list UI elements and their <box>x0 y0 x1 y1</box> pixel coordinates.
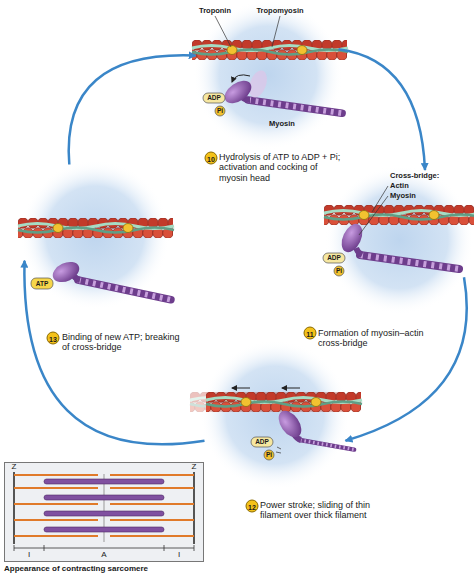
step-caption: Binding of new ATP; breaking of cross-br… <box>62 332 187 353</box>
sarcomere-art <box>14 472 194 551</box>
leader-line <box>359 196 388 235</box>
thin-filament <box>324 205 474 225</box>
cycle-arrow <box>339 49 426 170</box>
stage-circle-shape <box>200 340 350 490</box>
adp-molecule <box>203 93 225 103</box>
z-line <box>193 472 195 544</box>
molecule-label: Pi <box>217 108 223 115</box>
atp-molecule <box>31 278 53 289</box>
callout-number: 12 <box>246 500 259 513</box>
adp-molecule <box>251 437 273 447</box>
stage-glow <box>200 340 350 490</box>
molecule-label: ADP <box>207 95 221 102</box>
leader-line <box>272 16 280 47</box>
molecule-label: Pi <box>266 452 272 459</box>
thick-filaments <box>44 479 164 532</box>
molecule-label: ATP <box>36 280 49 287</box>
thin-filament <box>18 218 174 238</box>
stage-left-art <box>18 218 174 300</box>
stage-bottom-art <box>190 388 362 460</box>
stage-circle: Hydrolysis of ATP to ADP + Pi; activatio… <box>193 0 343 150</box>
stage-circle: Power stroke; sliding of thin filament o… <box>200 340 350 490</box>
part-label: Actin <box>390 182 409 190</box>
cycle-arrow <box>69 55 196 164</box>
myosin-tail <box>360 255 459 269</box>
step-caption: Formation of myosin–actin cross-bridge <box>318 328 450 349</box>
band-label: I <box>28 551 30 559</box>
cycle-arrow <box>346 277 467 440</box>
band-label: A <box>101 551 106 559</box>
callout-number: 10 <box>205 152 218 165</box>
part-label: Troponin <box>199 7 231 15</box>
step-caption: Hydrolysis of ATP to ADP + Pi; activatio… <box>219 152 341 183</box>
myosin-neck <box>356 248 362 255</box>
myosin-tail <box>248 100 342 113</box>
inset-caption: Appearance of contracting sarcomere <box>4 564 148 573</box>
part-label: Myosin <box>269 120 295 128</box>
phosphate-molecule <box>215 106 225 116</box>
myosin-head <box>338 221 367 256</box>
step-caption: Power stroke; sliding of thin filament o… <box>260 500 388 521</box>
myosin-tail <box>78 280 171 300</box>
motion-arrow <box>232 388 250 389</box>
cocking-arrow <box>232 75 250 82</box>
stage-circle-shape <box>193 0 343 150</box>
callout-number: 13 <box>47 332 60 345</box>
molecule-label: ADP <box>327 255 341 262</box>
band-label: Z <box>192 463 197 471</box>
myosin-head <box>221 76 256 108</box>
stage-right-art <box>323 186 474 276</box>
adp-molecule <box>323 253 345 263</box>
callout-number: 11 <box>304 327 317 340</box>
leader-line <box>215 16 231 47</box>
stage-circle-shape <box>325 166 474 315</box>
cycle-arrow <box>24 261 204 445</box>
molecule-label: ADP <box>255 439 269 446</box>
myosin-head <box>50 258 83 286</box>
band-label: I <box>178 551 180 559</box>
stage-glow <box>193 0 343 150</box>
part-label: Myosin <box>390 192 416 200</box>
phosphate-molecule <box>334 266 344 276</box>
phosphate-molecule <box>264 450 274 460</box>
stage-top-art <box>192 16 348 116</box>
band-label: Z <box>12 463 17 471</box>
z-line <box>13 472 15 544</box>
thin-filament <box>192 40 348 60</box>
part-label: Cross-bridge: <box>390 172 439 180</box>
myosin-head <box>274 407 306 442</box>
motion-arrow <box>282 388 300 389</box>
release-marks <box>276 447 281 453</box>
part-label: Tropomyosin <box>256 7 303 15</box>
thin-filament <box>206 392 362 412</box>
thin-filaments <box>14 475 194 536</box>
molecule-label: Pi <box>336 268 342 275</box>
